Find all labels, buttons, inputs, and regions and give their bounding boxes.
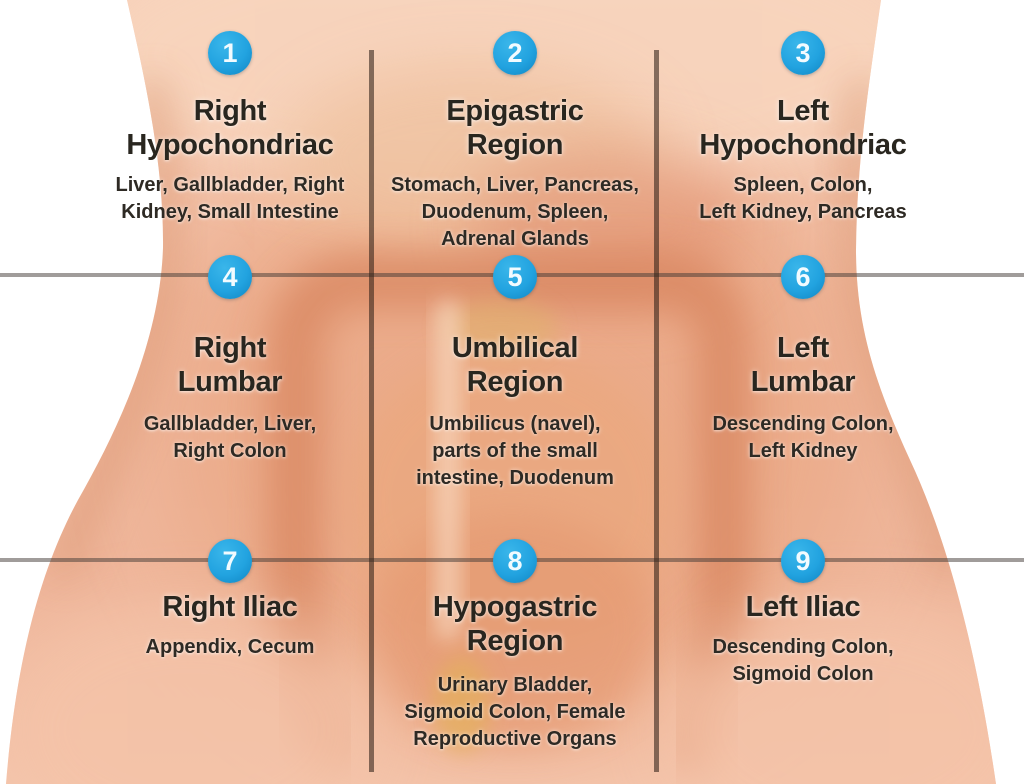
region-2-number-badge: 2 <box>493 31 537 75</box>
region-9-organs: Descending Colon, Sigmoid Colon <box>712 636 894 685</box>
region-right-hypochondriac: 1 Right Hypochondriac Liver, Gallbladder… <box>80 31 380 226</box>
region-3-name: Left Hypochondriac <box>699 95 907 161</box>
grid-line-vertical-1 <box>369 50 374 772</box>
region-7-number-badge: 7 <box>208 539 252 583</box>
region-hypogastric: 8 Hypogastric Region Urinary Bladder, Si… <box>368 539 662 753</box>
region-2-organs: Stomach, Liver, Pancreas, Duodenum, Sple… <box>391 174 639 250</box>
region-1-organs: Liver, Gallbladder, Right Kidney, Small … <box>115 174 345 223</box>
region-right-lumbar: 4 Right Lumbar Gallbladder, Liver, Right… <box>80 255 380 465</box>
region-1-number-badge: 1 <box>208 31 252 75</box>
region-6-organs: Descending Colon, Left Kidney <box>712 413 894 462</box>
region-4-name: Right Lumbar <box>177 332 283 398</box>
region-5-name: Umbilical Region <box>451 332 579 398</box>
region-3-organs: Spleen, Colon, Left Kidney, Pancreas <box>699 174 907 223</box>
region-4-organs: Gallbladder, Liver, Right Colon <box>143 413 317 462</box>
region-left-hypochondriac: 3 Left Hypochondriac Spleen, Colon, Left… <box>653 31 953 226</box>
grid-line-vertical-2 <box>654 50 659 772</box>
region-4-number-badge: 4 <box>208 255 252 299</box>
region-7-organs: Appendix, Cecum <box>145 636 315 658</box>
region-1-name: Right Hypochondriac <box>126 95 334 161</box>
region-8-name: Hypogastric Region <box>432 591 598 657</box>
region-8-organs: Urinary Bladder, Sigmoid Colon, Female R… <box>404 674 626 750</box>
region-6-name: Left Lumbar <box>750 332 856 398</box>
region-7-name: Right Iliac <box>162 591 298 623</box>
region-2-name: Epigastric Region <box>446 95 584 161</box>
region-8-number-badge: 8 <box>493 539 537 583</box>
region-left-iliac: 9 Left Iliac Descending Colon, Sigmoid C… <box>653 539 953 688</box>
region-right-iliac: 7 Right Iliac Appendix, Cecum <box>80 539 380 661</box>
region-9-number-badge: 9 <box>781 539 825 583</box>
region-5-number-badge: 5 <box>493 255 537 299</box>
region-epigastric: 2 Epigastric Region Stomach, Liver, Panc… <box>368 31 662 253</box>
region-left-lumbar: 6 Left Lumbar Descending Colon, Left Kid… <box>653 255 953 465</box>
region-6-number-badge: 6 <box>781 255 825 299</box>
region-umbilical: 5 Umbilical Region Umbilicus (navel), pa… <box>368 255 662 492</box>
region-3-number-badge: 3 <box>781 31 825 75</box>
region-5-organs: Umbilicus (navel), parts of the small in… <box>416 413 614 489</box>
region-9-name: Left Iliac <box>745 591 861 623</box>
